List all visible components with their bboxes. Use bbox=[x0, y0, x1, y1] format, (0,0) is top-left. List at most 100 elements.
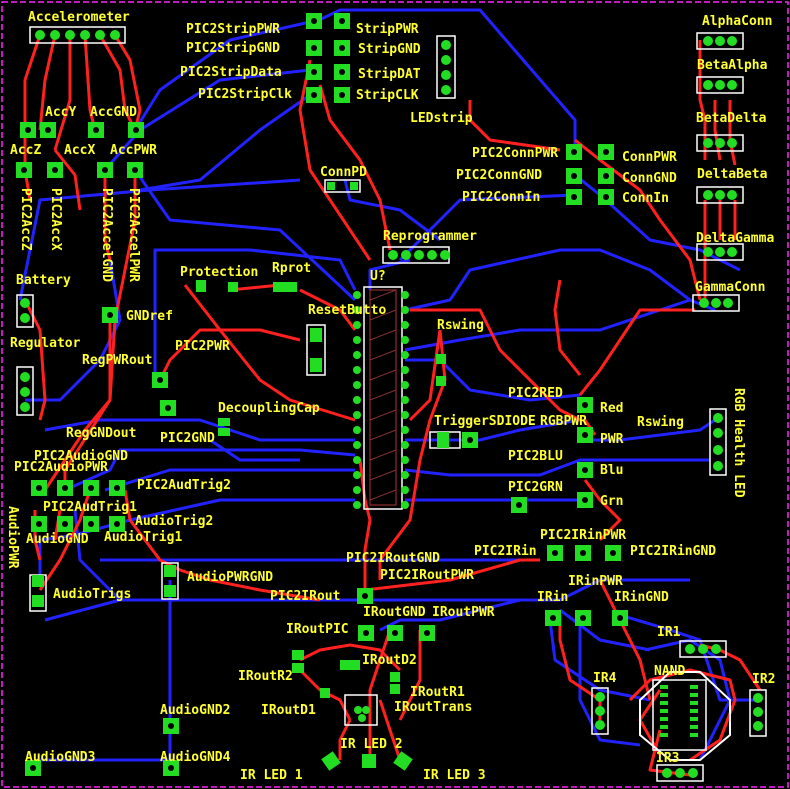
pad-holes bbox=[21, 18, 623, 771]
label-pic2iroutpwr: PIC2IRoutPWR bbox=[380, 568, 474, 583]
label-pic2strippwr: PIC2StripPWR bbox=[186, 22, 280, 37]
label-pic2conngnd: PIC2ConnGND bbox=[456, 168, 542, 183]
label-pic2iringnd: PIC2IRinGND bbox=[630, 544, 716, 559]
label-audiognd: AudioGND bbox=[26, 532, 89, 547]
label-ledstrip: LEDstrip bbox=[410, 111, 473, 126]
label-accz: AccZ bbox=[10, 143, 41, 158]
label-rgbhealthled: RGB Health LED bbox=[731, 388, 746, 498]
label-accgnd: AccGND bbox=[90, 105, 137, 120]
label-pwr: PWR bbox=[600, 432, 624, 447]
label-resetbutton: ResetButto bbox=[308, 303, 386, 318]
label-iroutpic: IRoutPIC bbox=[286, 622, 349, 637]
label-irled3: IR LED 3 bbox=[423, 768, 486, 783]
label-pic2blu: PIC2BLU bbox=[508, 449, 563, 464]
label-u: U? bbox=[370, 269, 386, 284]
label-pic2accx: PIC2AccX bbox=[48, 188, 63, 251]
label-pic2connin: PIC2ConnIn bbox=[462, 190, 540, 205]
label-audiognd2: AudioGND2 bbox=[160, 703, 230, 718]
label-pic2accelgnd: PIC2AccelGND bbox=[99, 188, 114, 282]
label-pic2irout: PIC2IRout bbox=[270, 589, 340, 604]
label-iroutd2: IRoutD2 bbox=[362, 653, 417, 668]
label-pic2irinpwr: PIC2IRinPWR bbox=[540, 528, 626, 543]
label-deltabeta: DeltaBeta bbox=[697, 167, 768, 182]
label-pic2gnd: PIC2GND bbox=[160, 431, 215, 446]
label-pic2irin: PIC2IRin bbox=[474, 544, 537, 559]
label-audiognd4: AudioGND4 bbox=[160, 750, 231, 765]
label-iroutpwr: IRoutPWR bbox=[432, 605, 495, 620]
label-red: Red bbox=[600, 401, 623, 416]
label-reprogrammer: Reprogrammer bbox=[383, 229, 477, 244]
label-stripgnd: StripGND bbox=[358, 42, 421, 57]
label-irin: IRin bbox=[537, 590, 568, 605]
label-irouttrans: IRoutTrans bbox=[394, 700, 472, 715]
label-pic2audiognd: PIC2AudioGND bbox=[34, 449, 128, 464]
label-battery: Battery bbox=[16, 273, 71, 288]
label-rgbpwr: RGBPWR bbox=[540, 414, 587, 429]
label-irinpwr: IRinPWR bbox=[568, 574, 623, 589]
label-connin: ConnIn bbox=[622, 191, 669, 206]
label-rswing-rgb: Rswing bbox=[637, 415, 684, 430]
label-grn: Grn bbox=[600, 494, 623, 509]
label-audiotrigs: AudioTrigs bbox=[53, 587, 131, 602]
label-audiotrig2: AudioTrig2 bbox=[135, 514, 213, 529]
label-deltagamma: DeltaGamma bbox=[696, 231, 774, 246]
label-stripclk: StripCLK bbox=[356, 88, 419, 103]
label-decouplingcap: DecouplingCap bbox=[218, 401, 320, 416]
label-ir3: IR3 bbox=[656, 751, 679, 766]
label-iroutd1: IRoutD1 bbox=[261, 703, 316, 718]
label-protection: Protection bbox=[180, 265, 258, 280]
label-pic2audtrig1: PIC2AudTrig1 bbox=[43, 500, 137, 515]
label-betaalpha: BetaAlpha bbox=[697, 58, 768, 73]
label-regulator: Regulator bbox=[10, 336, 81, 351]
label-rswing: Rswing bbox=[437, 318, 484, 333]
label-connpd: ConnPD bbox=[320, 165, 367, 180]
label-pic2accz: PIC2AccZ bbox=[18, 188, 33, 251]
label-pic2stripdata: PIC2StripData bbox=[180, 65, 282, 80]
round-pads bbox=[20, 36, 763, 778]
label-triggersdiode: TriggerSDIODE bbox=[434, 414, 536, 429]
label-accpwr: AccPWR bbox=[110, 143, 157, 158]
label-reggndout: RegGNDout bbox=[66, 426, 136, 441]
label-nand: NAND bbox=[654, 664, 685, 679]
ic-hatching bbox=[369, 289, 397, 501]
label-pic2audtrig2: PIC2AudTrig2 bbox=[137, 478, 231, 493]
label-accx: AccX bbox=[64, 143, 95, 158]
label-pic2grn: PIC2GRN bbox=[508, 480, 563, 495]
label-audiopwr: AudioPWR bbox=[5, 506, 20, 569]
label-accelerometer: Accelerometer bbox=[28, 10, 130, 25]
label-conngnd: ConnGND bbox=[622, 171, 677, 186]
label-pic2iroutgnd: PIC2IRoutGND bbox=[346, 551, 440, 566]
label-iroutr1: IRoutR1 bbox=[410, 685, 465, 700]
label-iroutr2: IRoutR2 bbox=[238, 669, 293, 684]
label-accy: AccY bbox=[45, 105, 76, 120]
label-connpwr: ConnPWR bbox=[622, 150, 677, 165]
label-irled1: IR LED 1 bbox=[240, 768, 303, 783]
label-pic2stripgnd: PIC2StripGND bbox=[186, 41, 280, 56]
label-regpwrout: RegPWRout bbox=[82, 353, 152, 368]
label-pic2accelpwr: PIC2AccelPWR bbox=[126, 188, 141, 282]
label-stripdat: StripDAT bbox=[358, 67, 421, 82]
label-blu: Blu bbox=[600, 463, 623, 478]
label-pic2stripclk: PIC2StripClk bbox=[198, 87, 292, 102]
label-pic2red: PIC2RED bbox=[508, 386, 563, 401]
label-ir2: IR2 bbox=[752, 672, 775, 687]
label-strippwr: StripPWR bbox=[356, 22, 419, 37]
label-irled2: IR LED 2 bbox=[340, 737, 403, 752]
label-betadelta: BetaDelta bbox=[696, 111, 767, 126]
label-gndref: GNDref bbox=[126, 309, 173, 324]
component-labels: Accelerometer AccY AccGND AccZ AccX AccP… bbox=[5, 10, 775, 783]
label-pic2pwr: PIC2PWR bbox=[175, 339, 230, 354]
ic-pins bbox=[321, 182, 698, 771]
label-iroutgnd: IRoutGND bbox=[363, 605, 426, 620]
label-audiopwrgnd: AudioPWRGND bbox=[187, 570, 273, 585]
label-rprot: Rprot bbox=[272, 261, 311, 276]
label-gammaconn: GammaConn bbox=[695, 280, 765, 295]
label-iringnd: IRinGND bbox=[614, 590, 669, 605]
ic-body-hatch bbox=[369, 289, 397, 506]
label-ir4: IR4 bbox=[593, 671, 617, 686]
label-pic2connpwr: PIC2ConnPWR bbox=[472, 146, 558, 161]
label-audiognd3: AudioGND3 bbox=[25, 750, 95, 765]
